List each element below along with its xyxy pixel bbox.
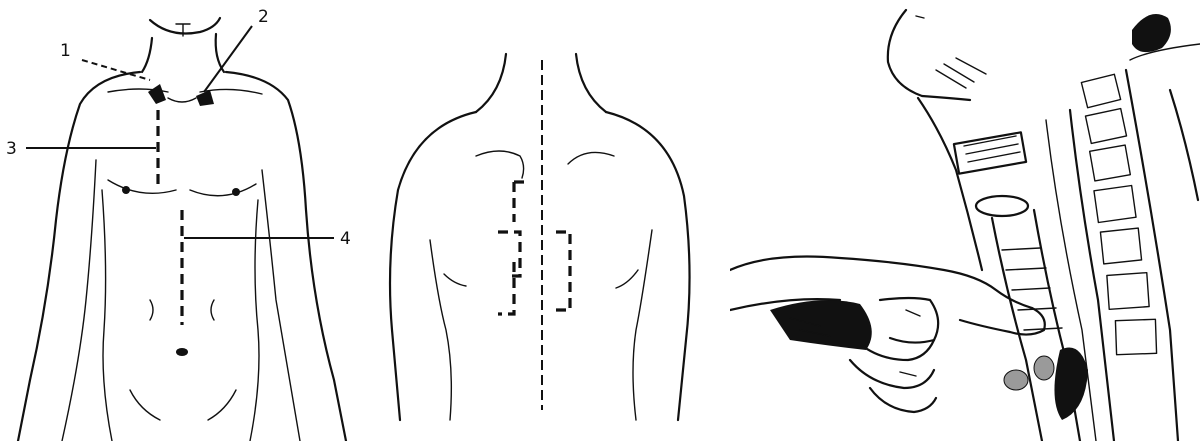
occipital-dark-mass xyxy=(1132,14,1171,52)
vertebra xyxy=(1094,186,1136,223)
aortic-arch-section xyxy=(1054,348,1088,421)
back-torso-drawing xyxy=(380,0,710,441)
back-right-inner xyxy=(633,230,652,420)
cricoid-cartilage xyxy=(976,196,1028,216)
groin-right xyxy=(208,390,236,420)
index-finger-knuckle xyxy=(880,298,938,343)
sagittal-neck-drawing xyxy=(730,0,1200,441)
incision-site-2-mark xyxy=(196,90,214,106)
left-inner-arm xyxy=(62,160,96,441)
front-torso-figure: 1 2 3 4 xyxy=(0,0,380,441)
left-torso-side xyxy=(102,190,112,441)
label-2: 2 xyxy=(258,7,269,27)
ring-finger xyxy=(850,360,934,388)
label-1: 1 xyxy=(60,41,71,61)
right-torso-side xyxy=(250,200,259,441)
vertebra xyxy=(1100,228,1141,264)
left-nipple xyxy=(122,186,130,194)
tracheal-rings xyxy=(1002,248,1062,330)
vertebra xyxy=(1107,273,1149,310)
label-4: 4 xyxy=(340,229,351,249)
vertebra xyxy=(1085,109,1126,144)
back-right-elbow-crease xyxy=(616,270,638,288)
lip-mark xyxy=(916,16,924,18)
back-incision-right xyxy=(556,232,570,310)
incision-site-1-mark xyxy=(148,84,166,104)
vertebra xyxy=(1090,145,1131,181)
back-left-elbow-crease xyxy=(444,274,466,286)
neck-left xyxy=(142,38,152,72)
back-right-arm xyxy=(606,112,690,420)
leader-line-2 xyxy=(204,26,252,92)
back-torso-figure xyxy=(380,0,710,441)
submandibular-hatching xyxy=(936,58,986,88)
jaw-outline xyxy=(150,18,220,34)
groin-left xyxy=(130,390,160,420)
palm-shadow xyxy=(770,300,872,350)
sternal-notch-line xyxy=(168,98,196,102)
left-scapula xyxy=(476,151,524,178)
neck-front-skin xyxy=(918,98,982,270)
sagittal-neck-section xyxy=(730,0,1200,441)
back-incision-upper xyxy=(514,182,526,222)
back-incision-lower xyxy=(498,262,514,314)
vertebra xyxy=(1115,319,1156,354)
navel xyxy=(176,348,188,356)
vessel-section xyxy=(1034,356,1054,380)
abdomen-contour-right xyxy=(211,300,214,320)
little-finger xyxy=(870,388,936,412)
right-arm-outline xyxy=(226,72,346,441)
jaw-profile xyxy=(888,10,970,100)
front-torso-drawing: 1 2 3 4 xyxy=(0,0,380,441)
back-left-inner xyxy=(430,240,451,420)
back-incision-middle xyxy=(498,232,520,276)
vessel-section xyxy=(1004,370,1028,390)
right-pectoral xyxy=(190,184,256,196)
back-neck-right xyxy=(576,54,606,112)
abdomen-contour-left xyxy=(150,300,153,320)
left-pectoral xyxy=(108,180,176,193)
spinal-canal-line xyxy=(1126,70,1178,441)
neck-back-skin xyxy=(1170,90,1198,200)
right-inner-arm xyxy=(262,170,300,441)
fingertip xyxy=(960,308,1045,335)
back-neck-left xyxy=(476,54,506,112)
right-nipple xyxy=(232,188,240,196)
label-3: 3 xyxy=(6,139,17,159)
left-arm-outline xyxy=(18,72,140,441)
right-scapula xyxy=(568,152,614,164)
cervical-vertebrae xyxy=(1081,74,1156,354)
vertebra xyxy=(1081,74,1120,107)
